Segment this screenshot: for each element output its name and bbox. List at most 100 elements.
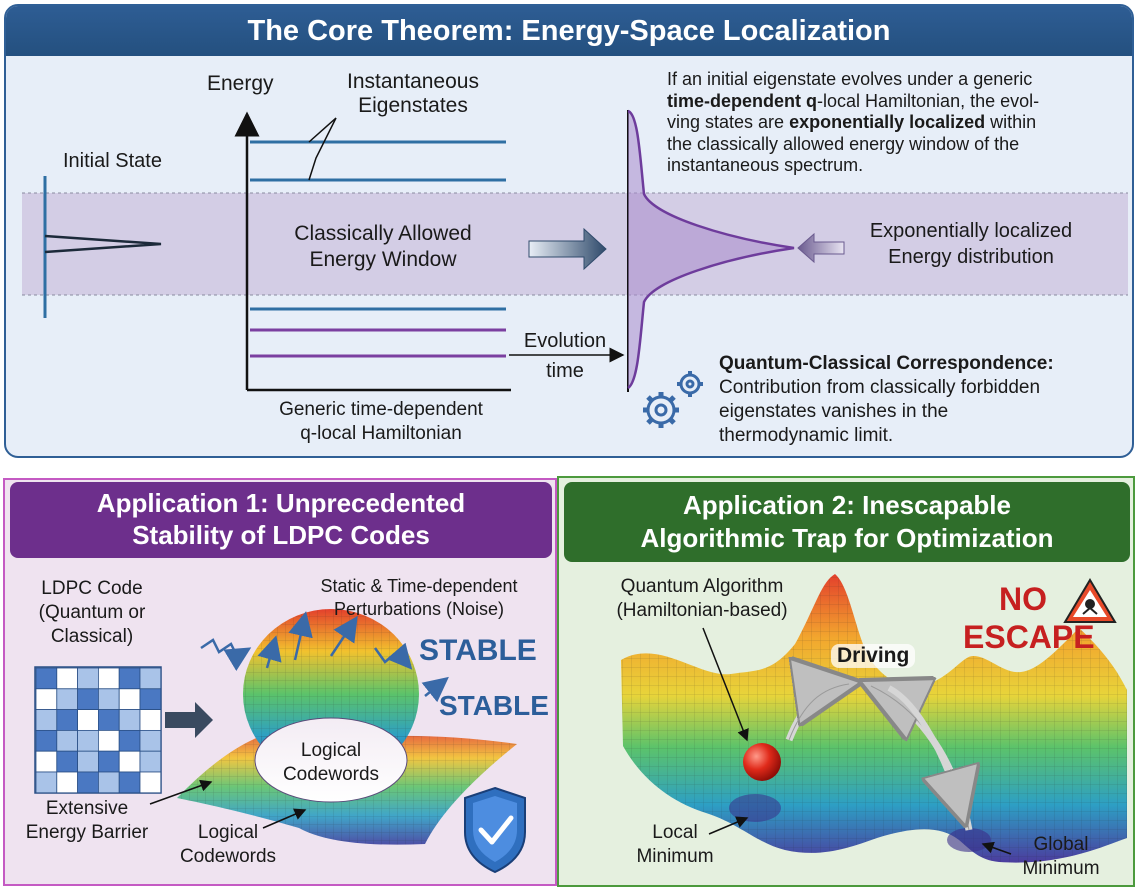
application-2-title-line-1: Application 2: Inescapable <box>683 490 1011 520</box>
matrix-cell <box>139 709 162 731</box>
matrix-cell <box>139 667 162 690</box>
global-minimum-well <box>947 828 991 852</box>
logical-bottom-1: Logical <box>197 822 259 843</box>
matrix-cell <box>118 688 141 711</box>
optimization-landscape <box>621 574 1127 863</box>
correspondence-line-3: thermodynamic limit. <box>719 425 894 446</box>
gears-icon <box>643 371 703 428</box>
core-theorem-title: The Core Theorem: Energy-Space Localizat… <box>247 15 891 47</box>
matrix-cell <box>77 667 99 690</box>
ldpc-illustration <box>34 609 526 874</box>
logical-center-1: Logical <box>300 740 362 761</box>
eigenstates-label: Eigenstates <box>358 94 468 117</box>
correspondence-line-1: Contribution from classically forbidden <box>719 377 1041 398</box>
matrix-cell <box>77 771 99 794</box>
statement-line-1: If an initial eigenstate evolves under a… <box>667 69 1033 89</box>
matrix-cell <box>56 771 78 794</box>
matrix-cell <box>98 667 120 690</box>
matrix-cell <box>98 750 120 773</box>
matrix-cell <box>139 729 162 752</box>
evolution-label-2: time <box>546 360 584 382</box>
matrix-cell <box>98 729 120 752</box>
statement-bold-1: time-dependent q <box>667 90 818 111</box>
matrix-cell <box>77 729 99 752</box>
core-theorem-panel: The Core Theorem: Energy-Space Localizat… <box>4 4 1134 458</box>
hamiltonian-label-1: Generic time-dependent <box>279 399 483 420</box>
matrix-cell <box>118 709 141 731</box>
matrix-cell <box>77 750 99 773</box>
driving-label: Driving <box>831 644 916 668</box>
initial-state-label: Initial State <box>63 150 162 172</box>
statement-line-3: ving states are exponentially localized … <box>667 112 1039 134</box>
matrix-cell <box>139 750 162 773</box>
matrix-cell <box>77 688 99 711</box>
matrix-cell <box>98 688 120 711</box>
application-1-panel: Application 1: Unprecedented Stability o… <box>3 478 557 886</box>
statement-line-2: time-dependent q-local Hamiltonian, the … <box>667 91 1039 113</box>
localized-distribution-curve <box>628 111 794 388</box>
ldpc-label-1: LDPC Code <box>41 578 143 599</box>
matrix-cell <box>35 688 58 711</box>
matrix-cell <box>118 771 141 794</box>
matrix-cell <box>56 729 78 752</box>
local-minimum-label-1: Local <box>652 822 698 843</box>
energy-diagram <box>22 109 1128 428</box>
instantaneous-label: Instantaneous <box>347 70 479 93</box>
warning-icon <box>1063 578 1117 623</box>
distribution-label-1: Exponentially localized <box>869 220 1073 242</box>
application-1-title-line-2: Stability of LDPC Codes <box>132 520 430 550</box>
perturb-label-1: Static & Time-dependent <box>320 576 518 596</box>
matrix-cells <box>35 667 162 794</box>
global-minimum-label-2: Minimum <box>1022 858 1100 879</box>
local-minimum-well <box>729 794 781 822</box>
shield-check-icon <box>464 786 526 874</box>
application-2-header: Application 2: Inescapable Algorithmic T… <box>564 482 1130 562</box>
stable-label-1: STABLE <box>419 634 537 667</box>
initial-state-spike <box>44 234 162 254</box>
matrix-cell <box>35 750 58 773</box>
ldpc-label-3: Classical) <box>50 626 134 647</box>
hamiltonian-label-2: q-local Hamiltonian <box>300 423 462 444</box>
matrix-cell <box>35 729 58 752</box>
matrix-cell <box>56 750 78 773</box>
matrix-cell <box>35 667 58 690</box>
no-escape-label-2: ESCAPE <box>963 619 1095 655</box>
statement-pre-3: ving states are <box>667 112 790 133</box>
matrix-cell <box>139 688 162 711</box>
matrix-cell <box>98 771 120 794</box>
ldpc-arrow-icon <box>165 702 213 738</box>
theorem-statement: If an initial eigenstate evolves under a… <box>667 69 1039 177</box>
global-minimum-label-1: Global <box>1033 834 1089 855</box>
statement-line-5: instantaneous spectrum. <box>667 155 864 176</box>
algorithm-label-2: (Hamiltonian-based) <box>616 600 788 621</box>
matrix-cell <box>77 709 99 731</box>
window-label-2: Energy Window <box>309 248 457 271</box>
barrier-label-2: Energy Barrier <box>25 822 149 843</box>
correspondence-title: Quantum-Classical Correspondence: <box>719 353 1054 374</box>
statement-rest-2: -local Hamiltonian, the evol- <box>817 90 1040 111</box>
matrix-cell <box>56 688 78 711</box>
matrix-cell <box>118 667 141 690</box>
statement-post-3: within <box>985 112 1037 133</box>
no-escape-label-1: NO <box>999 581 1047 617</box>
ball-icon <box>743 743 781 781</box>
core-theorem-header: The Core Theorem: Energy-Space Localizat… <box>6 6 1132 56</box>
statement-bold-3: exponentially localized <box>789 112 986 133</box>
ldpc-label-2: (Quantum or <box>38 602 146 623</box>
matrix-cell <box>56 709 78 731</box>
application-1-header: Application 1: Unprecedented Stability o… <box>10 482 552 558</box>
evolution-arrow-icon <box>528 227 607 271</box>
matrix-cell <box>35 709 58 731</box>
matrix-cell <box>118 729 141 752</box>
application-2-panel: Application 2: Inescapable Algorithmic T… <box>557 476 1135 887</box>
logical-bottom-2: Codewords <box>179 846 277 867</box>
barrier-label-1: Extensive <box>45 798 129 819</box>
window-label-1: Classically Allowed <box>294 222 472 245</box>
matrix-cell <box>98 709 120 731</box>
matrix-cell <box>35 771 58 794</box>
stable-label-2: STABLE <box>439 690 549 721</box>
distribution-pointer-icon <box>797 232 845 264</box>
distribution-label-2: Energy distribution <box>888 246 1054 268</box>
perturb-label-2: Perturbations (Noise) <box>333 599 505 619</box>
evolution-label-1: Evolution <box>523 330 607 352</box>
